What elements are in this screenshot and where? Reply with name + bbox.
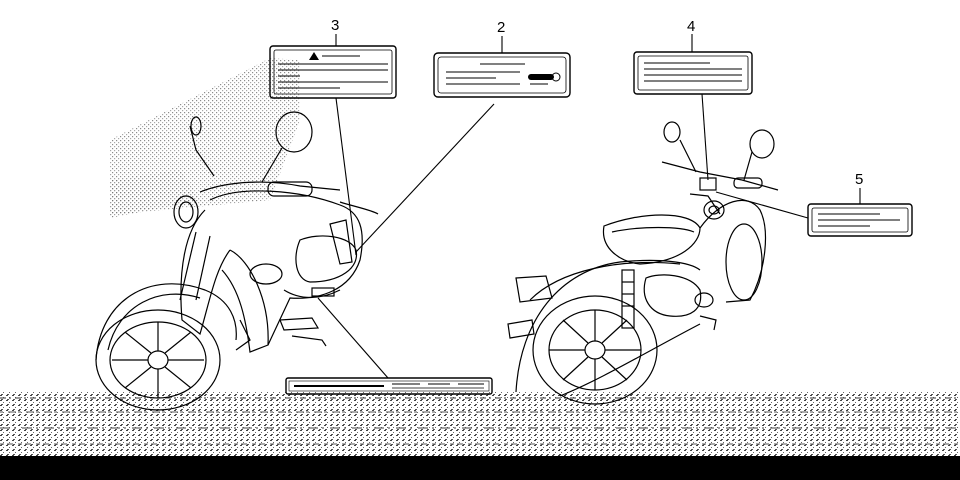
floor (0, 392, 960, 480)
shading-backdrop (110, 58, 300, 218)
callout-2: 2 (497, 19, 505, 36)
label-4 (633, 51, 753, 95)
callout-3: 3 (331, 17, 339, 34)
motorcycle-left (95, 111, 379, 411)
callouts: 3 2 4 5 (331, 17, 863, 188)
label-5 (807, 203, 913, 237)
leader-1 (317, 297, 389, 379)
leader-lines (317, 34, 861, 379)
label-1 (285, 377, 493, 395)
label-3 (269, 45, 397, 99)
motorcycle-right (507, 121, 779, 405)
label-2 (433, 52, 571, 98)
callout-5: 5 (855, 171, 863, 188)
callout-4: 4 (687, 18, 695, 35)
